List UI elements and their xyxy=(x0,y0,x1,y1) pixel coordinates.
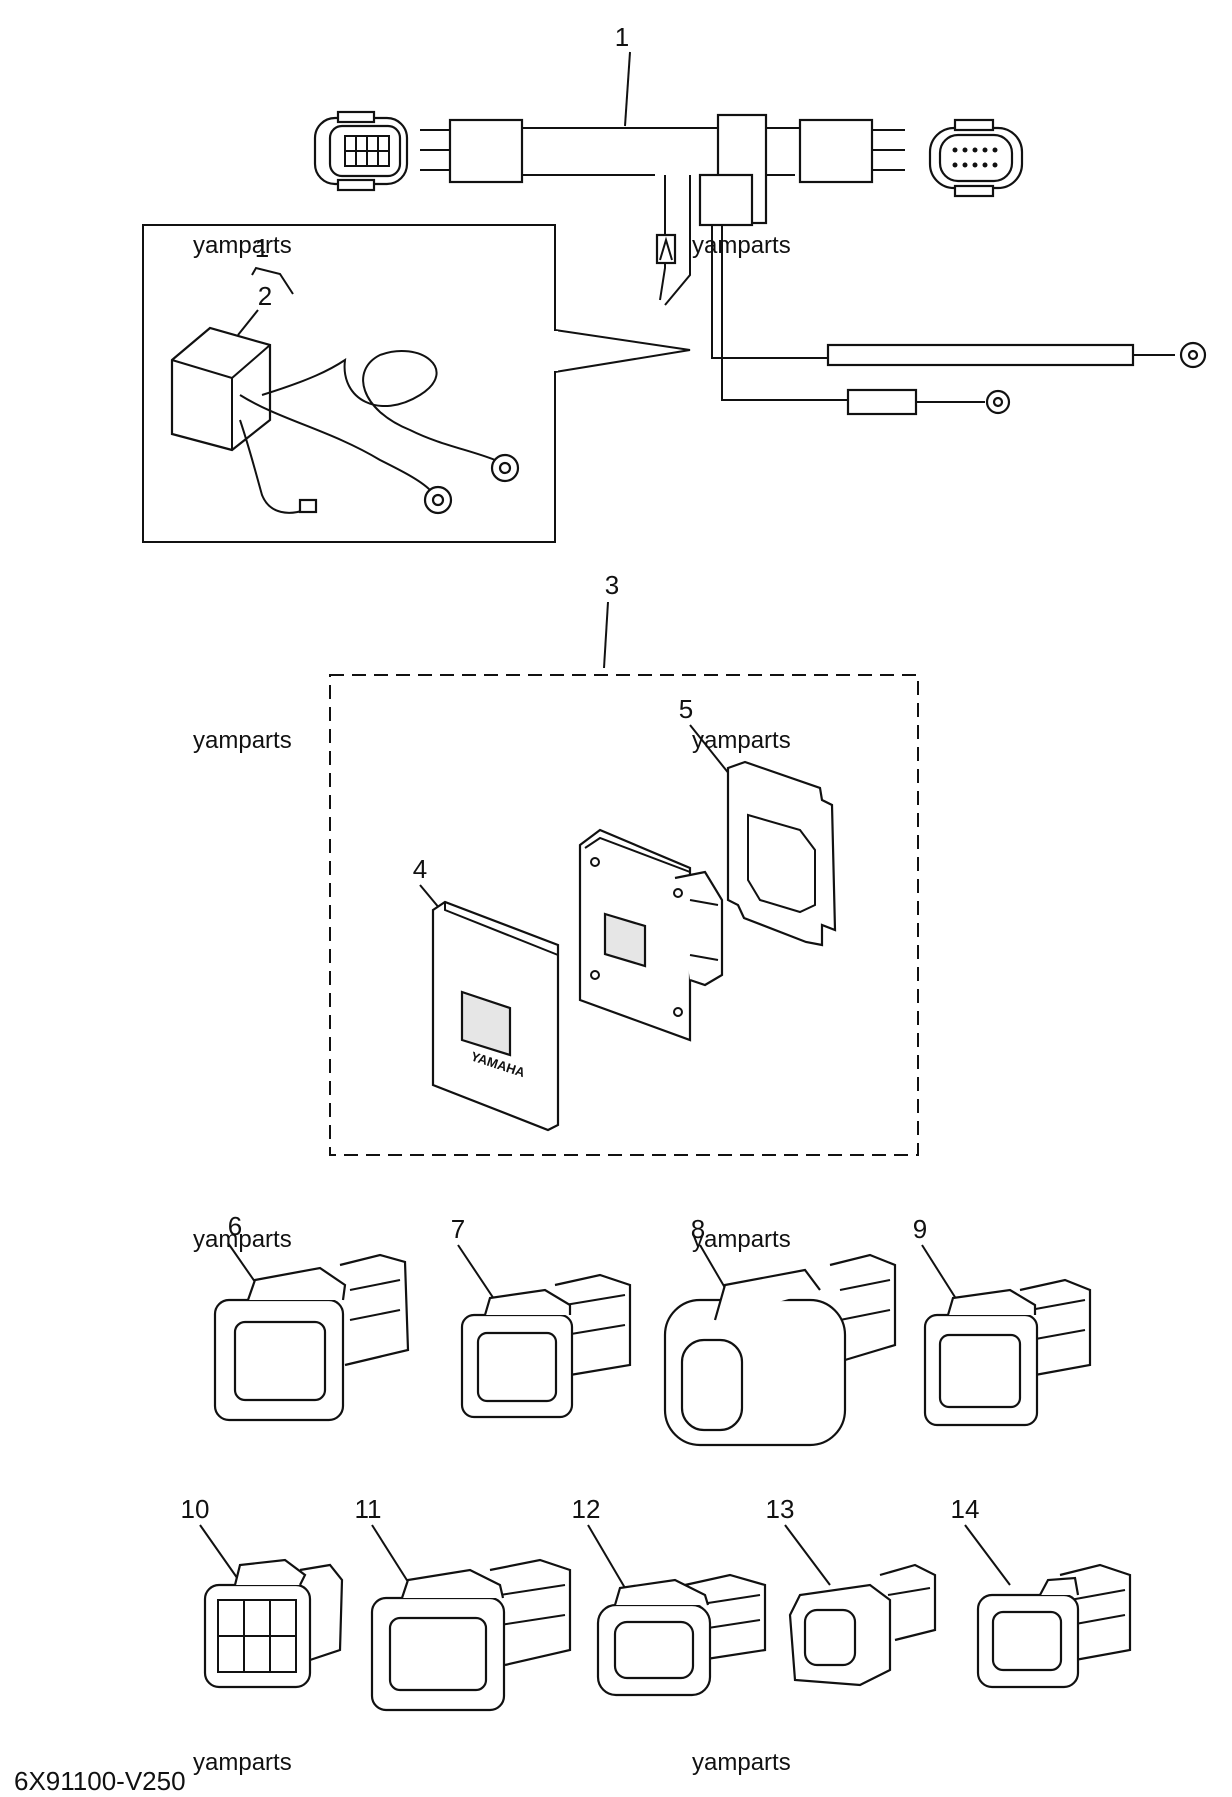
face-plate: YAMAHA xyxy=(431,900,560,1132)
connector-13 xyxy=(788,1563,937,1687)
part-label-11: 11 xyxy=(355,1494,382,1524)
part-label-9: 9 xyxy=(913,1214,927,1244)
inset-bracket-label: 1 xyxy=(255,233,269,263)
watermark: yamparts xyxy=(193,1226,292,1253)
watermark: yamparts xyxy=(692,1749,791,1776)
connector-7 xyxy=(460,1273,632,1419)
watermark: yamparts xyxy=(193,1749,292,1776)
part-label-6: 6 xyxy=(228,1211,242,1241)
part-label-1: 1 xyxy=(615,22,629,52)
connector-8 xyxy=(663,1253,897,1447)
connector-6 xyxy=(213,1253,410,1422)
part-label-13: 13 xyxy=(766,1494,795,1524)
switch-body xyxy=(578,828,724,1042)
connector-11 xyxy=(370,1558,572,1712)
harness-left-connector xyxy=(313,110,409,192)
watermark: yamparts xyxy=(692,232,791,259)
part-label-8: 8 xyxy=(691,1214,705,1244)
part-label-5: 5 xyxy=(679,694,693,724)
part-label-7: 7 xyxy=(451,1214,465,1244)
part-label-3: 3 xyxy=(605,570,619,600)
assembly-dashed-box xyxy=(329,674,919,1156)
part-label-4: 4 xyxy=(413,854,427,884)
diagram-code: 6X91100-V250 xyxy=(14,1766,186,1796)
connector-14 xyxy=(976,1563,1132,1689)
watermark: yamparts xyxy=(193,232,292,259)
watermark: yamparts xyxy=(692,1226,791,1253)
harness-right-connector xyxy=(928,118,1024,198)
wiring-harness xyxy=(420,113,1207,416)
connector-12 xyxy=(596,1573,767,1697)
part-label-12: 12 xyxy=(572,1494,601,1524)
part-label-10: 10 xyxy=(181,1494,210,1524)
part-label-14: 14 xyxy=(951,1494,980,1524)
watermark: yamparts xyxy=(692,727,791,754)
gasket xyxy=(726,760,837,947)
connector-9 xyxy=(923,1278,1092,1427)
part-label-2: 2 xyxy=(258,281,272,311)
watermark: yamparts xyxy=(193,727,292,754)
connector-10 xyxy=(203,1558,344,1689)
relay xyxy=(170,326,520,515)
